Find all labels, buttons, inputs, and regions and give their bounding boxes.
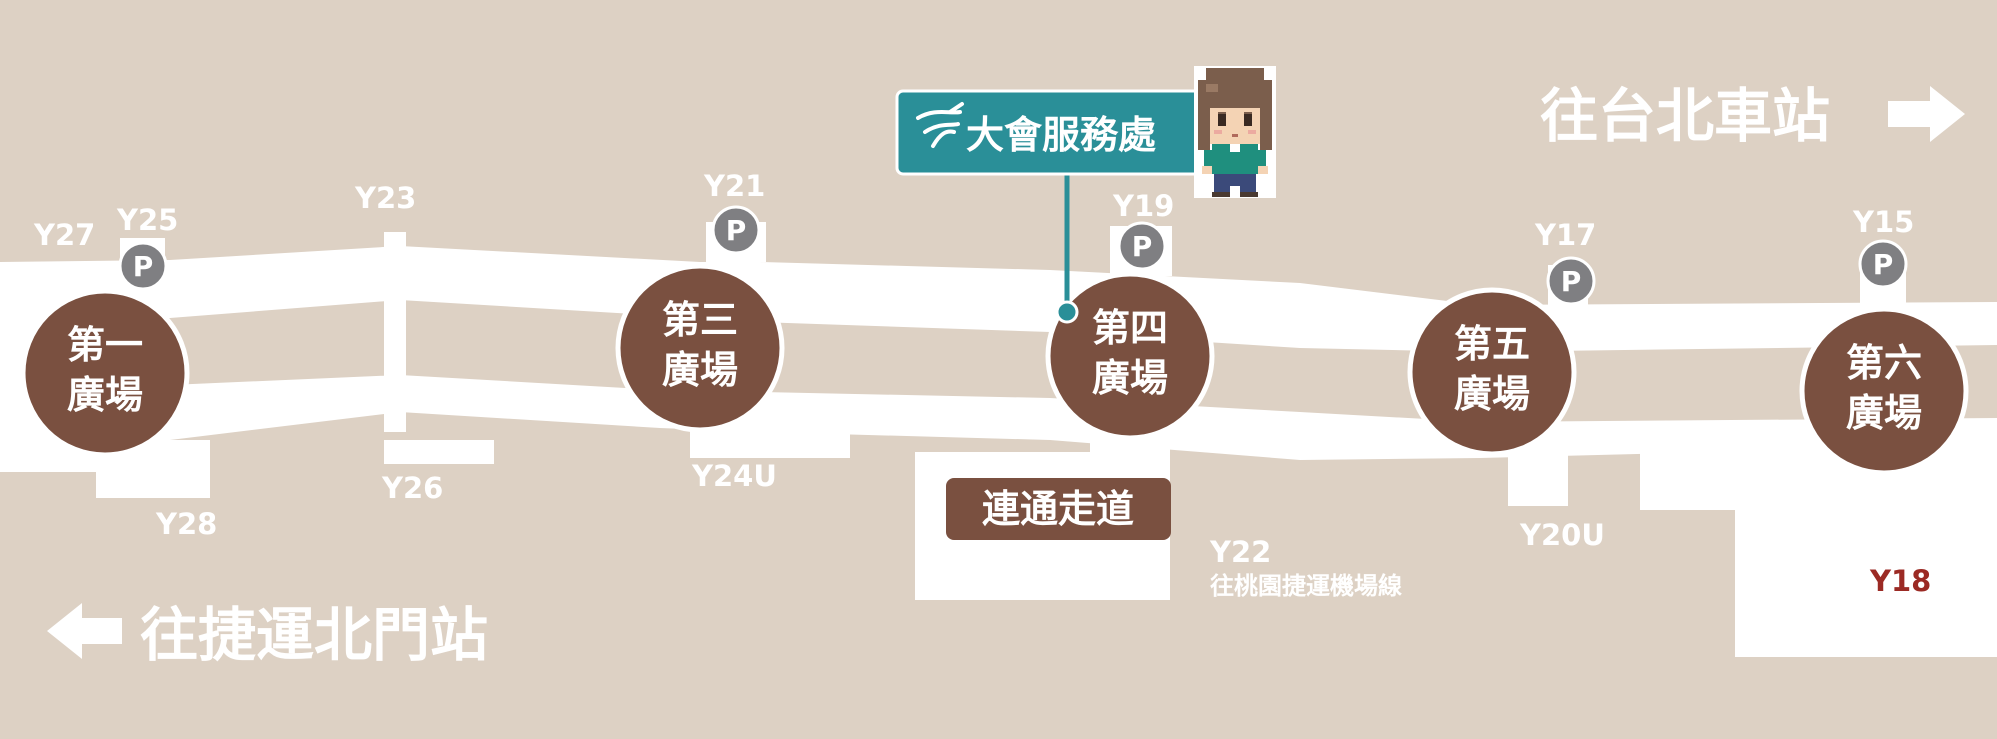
- parking-letter: P: [726, 214, 747, 247]
- exit-y20u: Y20U: [1519, 518, 1605, 552]
- plaza-circle: [20, 288, 190, 458]
- parking-y19: P: [1117, 221, 1167, 271]
- parking-icon: [1117, 221, 1167, 271]
- plaza-circle: [1407, 287, 1577, 457]
- parking-icon: [118, 241, 168, 291]
- service-desk-callout: 大會服務處: [895, 66, 1276, 324]
- exit-y22: Y22: [1209, 535, 1271, 569]
- exit-y19: Y19: [1112, 189, 1174, 223]
- direction-to-north-gate: 往捷運北門站: [140, 601, 488, 669]
- parking-letter: P: [1132, 230, 1153, 263]
- plaza-circle: [1799, 306, 1969, 476]
- service-desk-label: 大會服務處: [966, 113, 1156, 157]
- plaza-4-line1: 第四: [1092, 306, 1168, 350]
- plaza-6-line2: 廣場: [1846, 391, 1922, 435]
- plaza-5-line2: 廣場: [1454, 372, 1530, 416]
- plaza-6: 第六 廣場: [1799, 306, 1969, 476]
- plazas: 第一 廣場 第三 廣場 第四 廣場 第五 廣場 第六 廣場: [20, 263, 1969, 476]
- exit-y23: Y23: [354, 181, 416, 215]
- plaza-4-line2: 廣場: [1092, 356, 1168, 400]
- exit-y21: Y21: [703, 169, 765, 203]
- plaza-1-line2: 廣場: [67, 373, 143, 417]
- exit-y25: Y25: [116, 203, 178, 237]
- y26-stub: [384, 440, 494, 464]
- plaza-3: 第三 廣場: [615, 263, 785, 433]
- plaza-6-line1: 第六: [1846, 341, 1922, 385]
- parking-y21: P: [711, 205, 761, 255]
- parking-icon: [1546, 256, 1596, 306]
- direction-west: 往捷運北門站: [47, 601, 488, 669]
- corridor-label: 連通走道: [982, 487, 1134, 531]
- exit-y17: Y17: [1534, 218, 1596, 252]
- y18-block: [1735, 505, 1997, 657]
- parking-badges: P P P P P: [118, 205, 1908, 306]
- plaza-1-line1: 第一: [67, 323, 143, 367]
- direction-to-taipei-main: 往台北車站: [1540, 82, 1830, 150]
- plaza-3-line1: 第三: [662, 298, 738, 342]
- direction-east: 往台北車站: [1540, 82, 1965, 150]
- parking-icon: [1858, 239, 1908, 289]
- exit-y26: Y26: [381, 471, 443, 505]
- plaza-5-line1: 第五: [1454, 322, 1530, 366]
- exit-y24u: Y24U: [691, 459, 777, 493]
- arrow-left-icon: [47, 603, 122, 659]
- exit-y18: Y18: [1869, 564, 1931, 598]
- arrow-right-icon: [1888, 86, 1965, 142]
- dragon-logo-icon: [916, 102, 964, 148]
- plaza-4: 第四 廣場: [1045, 271, 1215, 441]
- parking-icon: [711, 205, 761, 255]
- plaza-1: 第一 廣場: [20, 288, 190, 458]
- parking-y17: P: [1546, 256, 1596, 306]
- corridor-pill-bg: [946, 478, 1171, 540]
- parking-y25: P: [118, 241, 168, 291]
- exit-y27: Y27: [33, 218, 95, 252]
- y23-connector: [384, 232, 406, 432]
- plaza-5: 第五 廣場: [1407, 287, 1577, 457]
- parking-letter: P: [133, 250, 154, 283]
- corridor-pill: 連通走道: [946, 478, 1171, 540]
- plaza-circle: [615, 263, 785, 433]
- exit-y15: Y15: [1852, 205, 1914, 239]
- parking-letter: P: [1561, 265, 1582, 298]
- y22-airport-line-note: 往桃園捷運機場線: [1210, 572, 1402, 600]
- plaza-3-line2: 廣場: [662, 348, 738, 392]
- parking-y15: P: [1858, 239, 1908, 289]
- exit-labels: Y27 Y25 Y23 Y21 Y19 Y17 Y15 Y28 Y26 Y24U…: [33, 169, 1931, 598]
- parking-letter: P: [1873, 248, 1894, 281]
- plaza-circle: [1045, 271, 1215, 441]
- pixel-girl-mascot-icon: [1194, 66, 1276, 198]
- exit-y28: Y28: [155, 507, 217, 541]
- service-desk-pin: [1055, 300, 1079, 324]
